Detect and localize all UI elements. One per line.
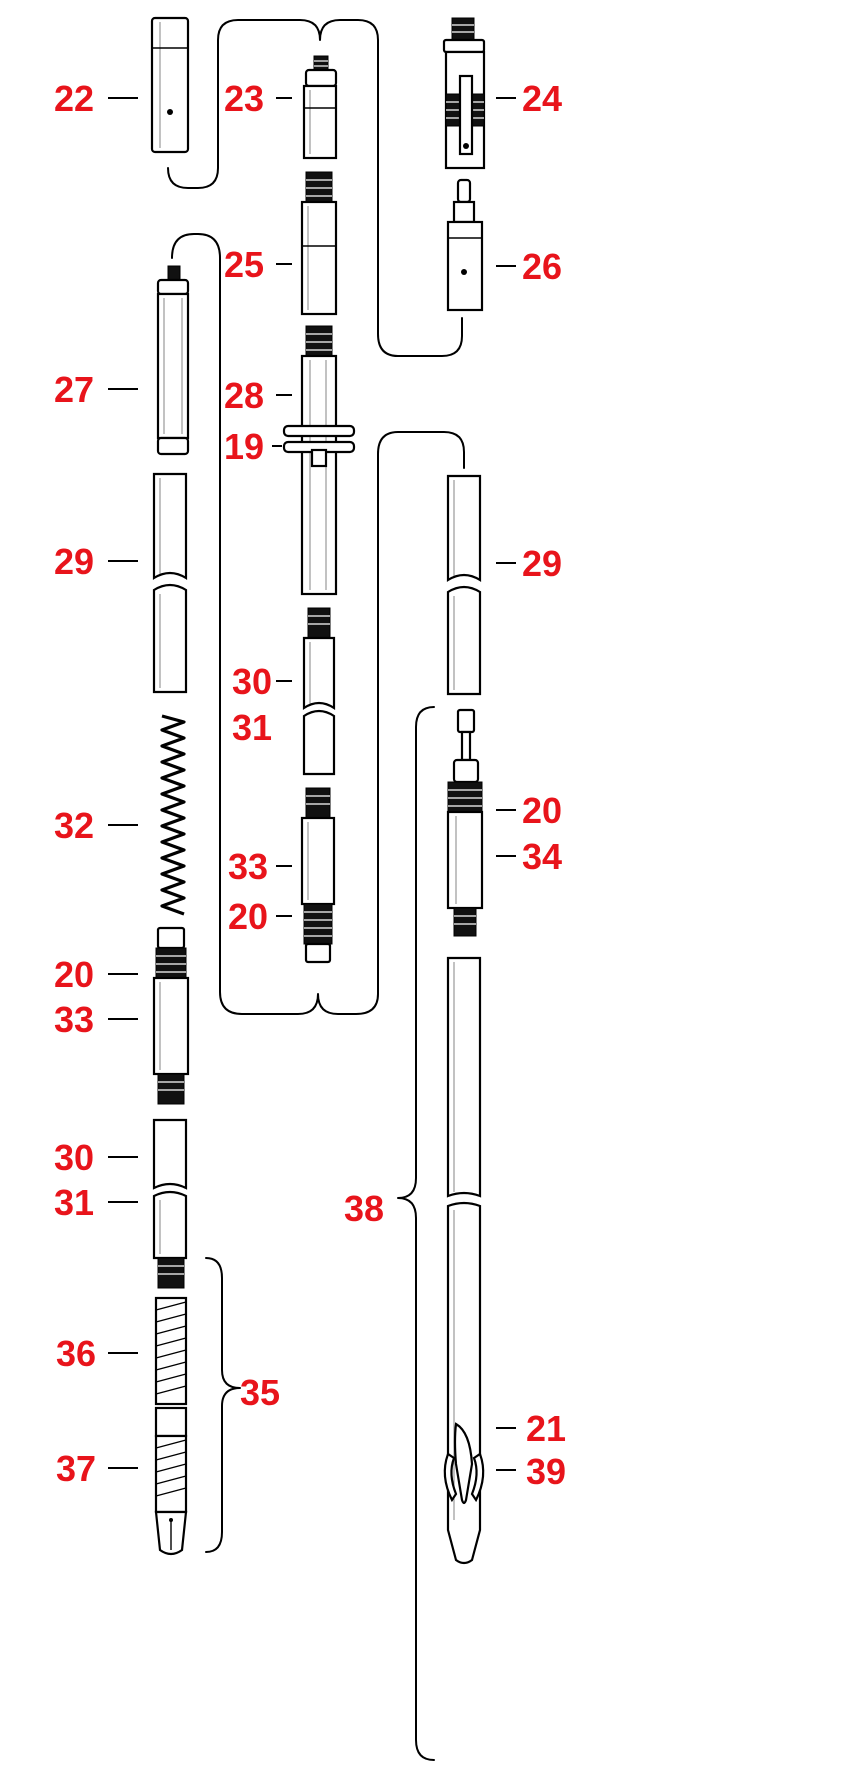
label-29-right: 29 [522, 543, 562, 584]
label-30-mid: 30 [232, 661, 272, 702]
part-38-rod [446, 956, 482, 1565]
label-21: 21 [526, 1408, 566, 1449]
label-20-mid: 20 [228, 896, 268, 937]
leader-lines [108, 97, 516, 1471]
label-32: 32 [54, 805, 94, 846]
label-35: 35 [240, 1372, 280, 1413]
part-30-31-mid [302, 607, 336, 776]
brace-38 [397, 706, 435, 1761]
label-27: 27 [54, 369, 94, 410]
connector-22-23 [167, 19, 463, 357]
label-23: 23 [224, 78, 264, 119]
part-20-34-right [446, 708, 484, 937]
part-21-39 [443, 1422, 485, 1505]
label-37: 37 [56, 1448, 96, 1489]
part-30-31-left [152, 1118, 188, 1289]
label-22: 22 [54, 78, 94, 119]
label-20-left: 20 [54, 954, 94, 995]
part-32-spring [160, 714, 186, 916]
label-25: 25 [224, 244, 264, 285]
label-39: 39 [526, 1451, 566, 1492]
label-34: 34 [522, 836, 562, 877]
part-27 [156, 265, 190, 456]
label-33-left: 33 [54, 999, 94, 1040]
part-33-20-mid [300, 787, 336, 964]
brace-35 [205, 1257, 241, 1553]
label-28: 28 [224, 375, 264, 416]
part-28 [300, 325, 338, 596]
part-23 [302, 55, 338, 160]
label-31-left: 31 [54, 1182, 94, 1223]
label-36: 36 [56, 1333, 96, 1374]
part-36-37-bit [154, 1296, 188, 1556]
part-20-33-left [152, 926, 190, 1105]
part-24 [442, 17, 486, 170]
label-33-mid: 33 [228, 846, 268, 887]
label-31-mid: 31 [232, 707, 272, 748]
connector-27-33 [171, 233, 465, 1015]
part-29-right [446, 474, 482, 696]
part-26 [446, 178, 484, 312]
label-19: 19 [224, 426, 264, 467]
label-38: 38 [344, 1188, 384, 1229]
label-26: 26 [522, 246, 562, 287]
part-19 [282, 424, 356, 468]
label-24: 24 [522, 78, 562, 119]
label-29-left: 29 [54, 541, 94, 582]
part-29-left [152, 472, 188, 694]
part-25 [300, 171, 338, 316]
part-22 [150, 16, 190, 154]
label-30-left: 30 [54, 1137, 94, 1178]
part-labels: 22 23 24 25 26 27 28 19 29 29 30 31 20 3… [54, 78, 566, 1492]
label-20-right: 20 [522, 790, 562, 831]
